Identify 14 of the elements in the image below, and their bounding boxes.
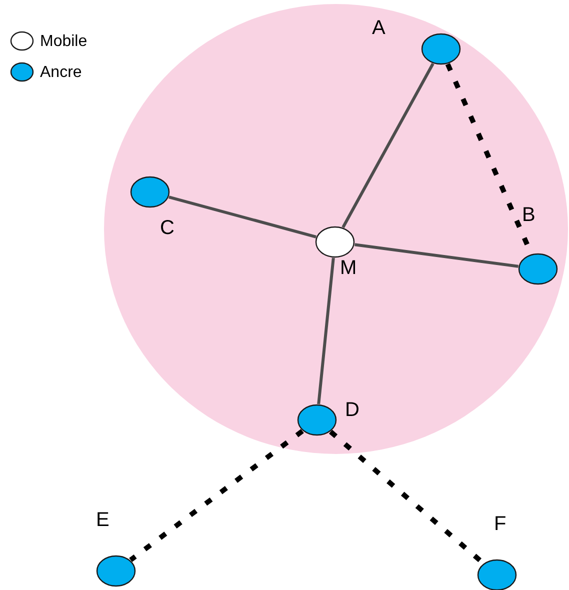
node-letter: A [372, 18, 386, 38]
node-letter: F [494, 514, 506, 534]
legend-label: Ancre [40, 64, 82, 82]
node-letter: B [522, 205, 536, 225]
link-line [168, 196, 316, 238]
link-line [342, 62, 434, 228]
node-letter: E [96, 510, 110, 530]
link-line [317, 258, 335, 404]
link-line [354, 243, 518, 268]
node-letter: M [340, 258, 357, 278]
dashed-link [129, 429, 304, 562]
legend-label: Mobile [40, 33, 88, 51]
node-letter: D [345, 400, 360, 420]
node-letter: C [160, 218, 174, 238]
